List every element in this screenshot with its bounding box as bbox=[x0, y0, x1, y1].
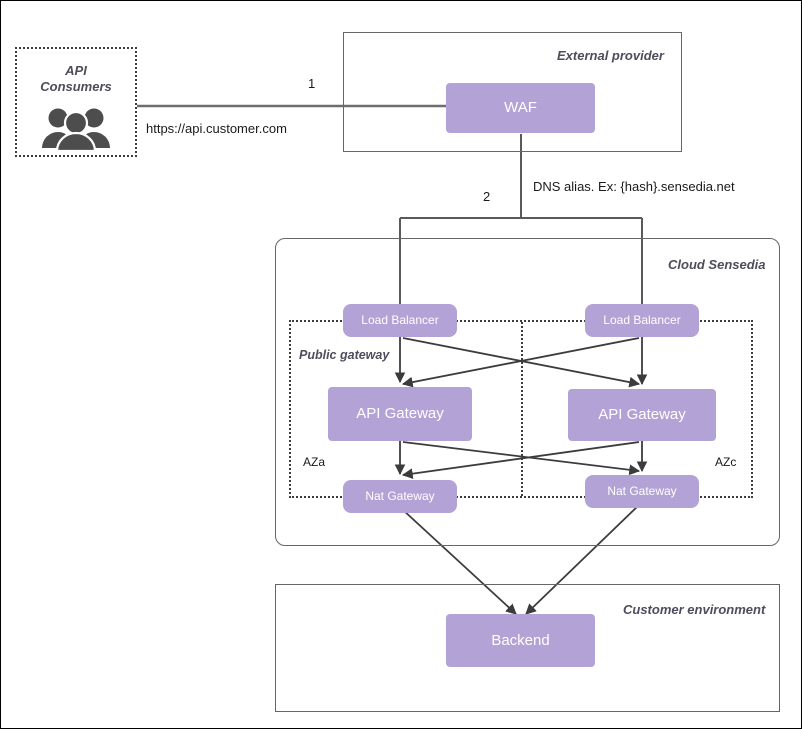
external-provider-title: External provider bbox=[557, 48, 664, 63]
public-gateway-title: Public gateway bbox=[299, 348, 390, 362]
node-waf[interactable]: WAF bbox=[446, 83, 595, 133]
az-label-right: AZc bbox=[715, 455, 737, 469]
node-backend[interactable]: Backend bbox=[446, 614, 595, 667]
step-number-2: 2 bbox=[483, 189, 491, 204]
node-load-balancer-left[interactable]: Load Balancer bbox=[343, 304, 457, 337]
az-label-left: AZa bbox=[303, 455, 326, 469]
node-nat-gateway-right[interactable]: Nat Gateway bbox=[585, 475, 699, 508]
node-load-balancer-right[interactable]: Load Balancer bbox=[585, 304, 699, 337]
customer-environment-zone bbox=[275, 584, 780, 712]
api-consumers-label-line1: API bbox=[65, 63, 87, 78]
people-group-icon bbox=[42, 108, 110, 152]
node-nat-gateway-left[interactable]: Nat Gateway bbox=[343, 480, 457, 513]
cloud-sensedia-zone bbox=[275, 238, 780, 546]
api-consumers-label-line2: Consumers bbox=[40, 79, 112, 95]
cloud-sensedia-title: Cloud Sensedia bbox=[668, 257, 766, 272]
api-consumers-group: API Consumers bbox=[15, 47, 137, 157]
external-provider-zone bbox=[343, 32, 682, 152]
step-number-1: 1 bbox=[308, 76, 316, 91]
availability-zone-divider bbox=[521, 322, 523, 496]
public-gateway-region bbox=[289, 320, 753, 498]
customer-environment-title: Customer environment bbox=[623, 602, 766, 617]
dns-alias-label: DNS alias. Ex: {hash}.sensedia.net bbox=[533, 179, 735, 194]
node-api-gateway-right[interactable]: API Gateway bbox=[568, 389, 716, 441]
consumer-url-label: https://api.customer.com bbox=[146, 121, 287, 136]
api-consumers-label: API Consumers bbox=[17, 63, 135, 96]
node-api-gateway-left[interactable]: API Gateway bbox=[328, 387, 472, 441]
